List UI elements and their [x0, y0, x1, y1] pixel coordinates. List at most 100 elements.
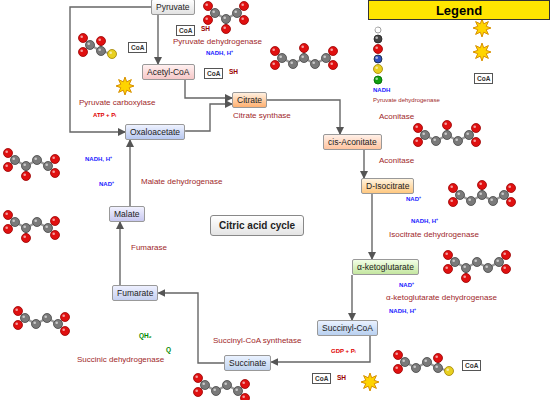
atom-shine: [98, 38, 101, 41]
atom-ball: [444, 265, 453, 274]
atom-shine: [272, 62, 275, 65]
cycle-arrow: [185, 80, 232, 98]
atom-shine: [45, 225, 48, 228]
atom-shine: [445, 266, 448, 269]
coa-tag: CoA: [176, 25, 195, 36]
atom-ball: [495, 258, 504, 267]
cofactor-label: NADH, H⁺: [388, 308, 417, 315]
atom-shine: [503, 266, 506, 269]
atom-shine: [22, 315, 25, 318]
node-text: Citric acid cycle: [219, 220, 295, 231]
atom-shine: [23, 163, 26, 166]
atom-ball: [484, 264, 493, 273]
atom-ball: [194, 374, 203, 383]
atom-ball: [445, 367, 454, 376]
atom-shine: [435, 355, 438, 358]
atom-ball: [22, 172, 31, 181]
atom-shine: [205, 17, 208, 20]
atom-ball: [61, 313, 70, 322]
cycle-arrow: [129, 140, 130, 206]
atom-ball: [43, 314, 52, 323]
atom-shine: [80, 35, 83, 38]
atom-ball: [421, 131, 430, 140]
coa-tag: CoA: [474, 73, 493, 84]
node-text: Malate: [114, 209, 140, 219]
cycle-arrow: [363, 150, 364, 178]
atom-ball: [51, 169, 60, 178]
atom-ball: [311, 60, 320, 69]
atom-ball: [33, 218, 42, 227]
enzyme-label: Aconitase: [378, 157, 415, 166]
atom-shine: [375, 27, 378, 30]
atom-shine: [213, 388, 216, 391]
atom-shine: [87, 42, 90, 45]
atom-ball: [462, 264, 471, 273]
enzyme-label: Isocitrate dehydrogenase: [388, 231, 480, 240]
atom-ball: [222, 25, 231, 34]
atom-shine: [12, 219, 15, 222]
cofactor-label: NAD⁺: [398, 282, 415, 289]
atom-ball: [4, 211, 13, 220]
atom-shine: [241, 3, 244, 6]
energy-star: [473, 19, 491, 37]
atom-ball: [32, 320, 41, 329]
cofactor-label: NADH, H⁺: [410, 218, 439, 225]
atom-shine: [450, 199, 453, 202]
metabolite-box: Fumarate: [112, 285, 158, 301]
atom-shine: [501, 192, 504, 195]
atom-shine: [290, 61, 293, 64]
atom-ball: [233, 9, 242, 18]
atom-ball: [4, 163, 13, 172]
atom-shine: [508, 185, 511, 188]
enzyme-label: Pyruvate carboxylase: [78, 99, 156, 108]
atom-shine: [52, 232, 55, 235]
node-text: CoA: [477, 75, 490, 82]
atom-ball: [241, 380, 250, 389]
atom-shine: [490, 198, 493, 201]
legend-title: Legend: [368, 0, 550, 20]
metabolite-box: Malate: [109, 206, 145, 222]
node-text: Succinyl-CoA: [322, 323, 373, 333]
atom-shine: [375, 36, 378, 39]
node-text: CoA: [131, 44, 144, 51]
energy-star: [116, 77, 134, 95]
atom-shine: [444, 132, 447, 135]
atom-shine: [80, 49, 83, 52]
atom-shine: [5, 150, 8, 153]
atom-shine: [424, 359, 427, 362]
atom-ball: [451, 258, 460, 267]
atom-ball: [22, 224, 31, 233]
atom-shine: [205, 3, 208, 6]
atom-ball: [374, 65, 383, 74]
cycle-arrow: [119, 222, 120, 285]
atom-ball: [194, 388, 203, 397]
metabolite-box: Succinyl-CoA: [317, 320, 378, 336]
atom-ball: [456, 191, 465, 200]
cycle-arrow: [70, 7, 151, 132]
enzyme-label: Succinic dehydrogenase: [76, 356, 165, 365]
enzyme-label: Pyruvate dehydrogenase: [172, 38, 263, 47]
cofactor-label: GDP + Pᵢ: [330, 348, 357, 355]
atom-ball: [97, 47, 106, 56]
node-text: Oxaloacetate: [130, 127, 180, 137]
atom-ball: [502, 265, 511, 274]
cycle-arrow: [185, 104, 232, 131]
atom-shine: [235, 388, 238, 391]
atom-shine: [450, 185, 453, 188]
atom-shine: [395, 366, 398, 369]
atom-ball: [22, 162, 31, 171]
atom-ball: [489, 197, 498, 206]
atom-shine: [12, 157, 15, 160]
atom-ball: [79, 48, 88, 57]
atom-shine: [375, 66, 378, 69]
atom-ball: [22, 234, 31, 243]
atom-ball: [223, 381, 232, 390]
atom-shine: [479, 182, 482, 185]
atom-shine: [223, 16, 226, 19]
atom-ball: [478, 181, 487, 190]
node-text: CoA: [315, 375, 328, 382]
cycle-title-box: Citric acid cycle: [210, 215, 304, 236]
atom-ball: [414, 138, 423, 147]
atom-shine: [395, 352, 398, 355]
atom-shine: [455, 138, 458, 141]
